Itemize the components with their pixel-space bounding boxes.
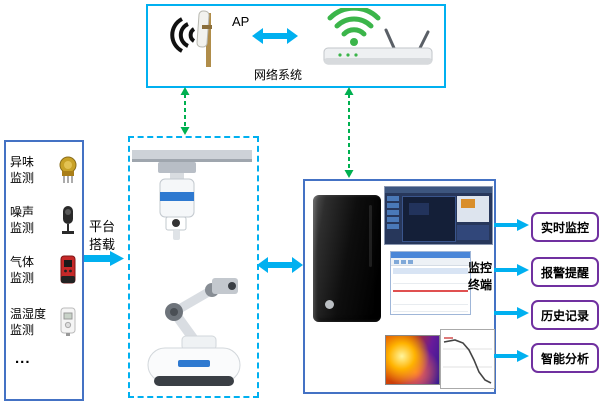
platform-mount-arrow-icon: [84, 251, 124, 266]
sensor-item-gas: 气体监测: [10, 248, 79, 292]
trend-chart: [440, 329, 495, 389]
pc-vent: [369, 205, 372, 267]
noise-sensor-icon: [62, 206, 74, 234]
monitoring-screenshot-middle: [390, 251, 471, 315]
sensor-panel: 异味监测 噪声监测 气体监测: [4, 140, 84, 401]
pc-tower-icon: [313, 195, 381, 322]
ap-antenna-icon: [170, 10, 212, 67]
network-box: AP 网络系统: [146, 4, 446, 88]
feature-arrow-analysis-icon: [494, 350, 529, 362]
feature-label-alarm: 报警提醒: [540, 265, 589, 280]
sensor-label-odor: 异味监测: [10, 154, 35, 185]
temp-humidity-sensor-icon: [60, 307, 76, 336]
rail-inspection-robot-icon: [132, 150, 252, 240]
feature-label-analysis: 智能分析: [540, 351, 589, 366]
ap-label: AP: [232, 14, 250, 29]
thermal-image: [385, 335, 440, 385]
network-link-left-icon: [180, 87, 190, 135]
feature-alarm-alert: 报警提醒: [531, 257, 599, 287]
sensor-item-odor: 异味监测: [10, 148, 79, 192]
feature-realtime-monitoring: 实时监控: [531, 212, 599, 242]
feature-arrow-history-icon: [494, 307, 529, 319]
sensor-item-temp-humidity: 温湿度监测: [10, 300, 79, 344]
feature-arrow-alarm-icon: [494, 264, 529, 276]
sensor-label-gas: 气体监测: [10, 254, 35, 285]
terminal-label: 监控终端: [468, 261, 493, 292]
sensor-more-ellipsis: ...: [15, 350, 31, 367]
sensor-label-noise: 噪声监测: [10, 204, 35, 235]
platform-mount-label: 平台搭载: [88, 219, 115, 252]
terminal-panel: 监控终端: [303, 179, 496, 394]
sensor-label-temp-humidity: 温湿度监测: [10, 306, 47, 337]
feature-intelligent-analysis: 智能分析: [531, 343, 599, 373]
feature-label-history: 历史记录: [540, 308, 589, 323]
trend-curve-icon: [443, 337, 492, 384]
monitoring-screenshot-top: [384, 186, 493, 245]
gas-sensor-icon: [60, 255, 76, 284]
mobile-robot-with-arm-icon: [147, 278, 241, 386]
feature-history-records: 历史记录: [531, 300, 599, 330]
network-system-label: 网络系统: [254, 68, 303, 82]
sensor-item-noise: 噪声监测: [10, 198, 79, 242]
wifi-router-icon: [323, 8, 433, 65]
feature-arrow-realtime-icon: [494, 219, 529, 231]
robot-panel: [128, 136, 259, 398]
robot-terminal-arrow-icon: [257, 257, 303, 273]
odor-sensor-icon: [59, 156, 77, 183]
pc-logo: [325, 300, 334, 309]
network-link-right-icon: [344, 87, 354, 178]
feature-label-realtime: 实时监控: [540, 220, 589, 235]
ap-router-arrow-icon: [252, 28, 298, 44]
